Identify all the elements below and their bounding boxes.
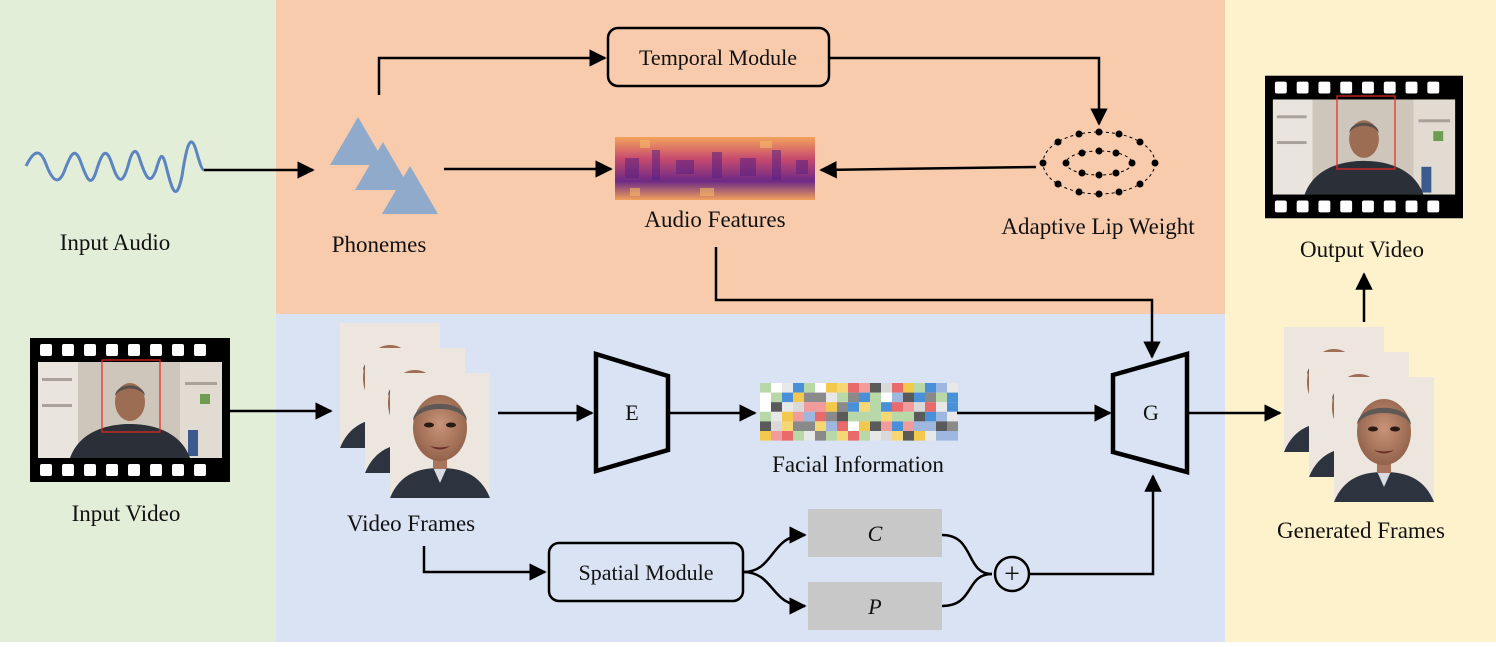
phonemes-label: Phonemes bbox=[332, 232, 427, 257]
input-panel bbox=[0, 0, 276, 642]
encoder-label: E bbox=[625, 400, 638, 425]
sum-operator-label: + bbox=[1004, 559, 1020, 590]
phonemes-icon bbox=[330, 117, 438, 214]
output-video-filmstrip bbox=[1265, 75, 1463, 219]
generator-label: G bbox=[1143, 400, 1159, 425]
waveform-icon bbox=[24, 140, 205, 193]
audio-features-spectrogram bbox=[615, 137, 815, 200]
c-feature-box bbox=[808, 509, 942, 557]
facial-information-mosaic bbox=[760, 383, 958, 441]
input-video-filmstrip bbox=[30, 338, 230, 482]
video-frames-label: Video Frames bbox=[347, 511, 475, 536]
audio-features-label: Audio Features bbox=[644, 207, 785, 232]
generated-frames-label: Generated Frames bbox=[1277, 518, 1445, 543]
facial-information-label: Facial Information bbox=[772, 452, 944, 477]
spatial-module-label: Spatial Module bbox=[578, 560, 713, 585]
p-feature-label: P bbox=[867, 594, 881, 619]
input-audio-label: Input Audio bbox=[60, 230, 171, 255]
encoder-block bbox=[593, 350, 671, 474]
input-video-label: Input Video bbox=[72, 501, 181, 526]
lip-landmarks-icon bbox=[1039, 128, 1159, 198]
temporal-module-label: Temporal Module bbox=[639, 45, 797, 70]
output-video-label: Output Video bbox=[1300, 237, 1424, 262]
adaptive-lip-weight-label: Adaptive Lip Weight bbox=[1001, 214, 1195, 239]
c-feature-label: C bbox=[868, 521, 883, 546]
p-feature-box bbox=[808, 582, 942, 630]
generator-block bbox=[1110, 351, 1190, 475]
